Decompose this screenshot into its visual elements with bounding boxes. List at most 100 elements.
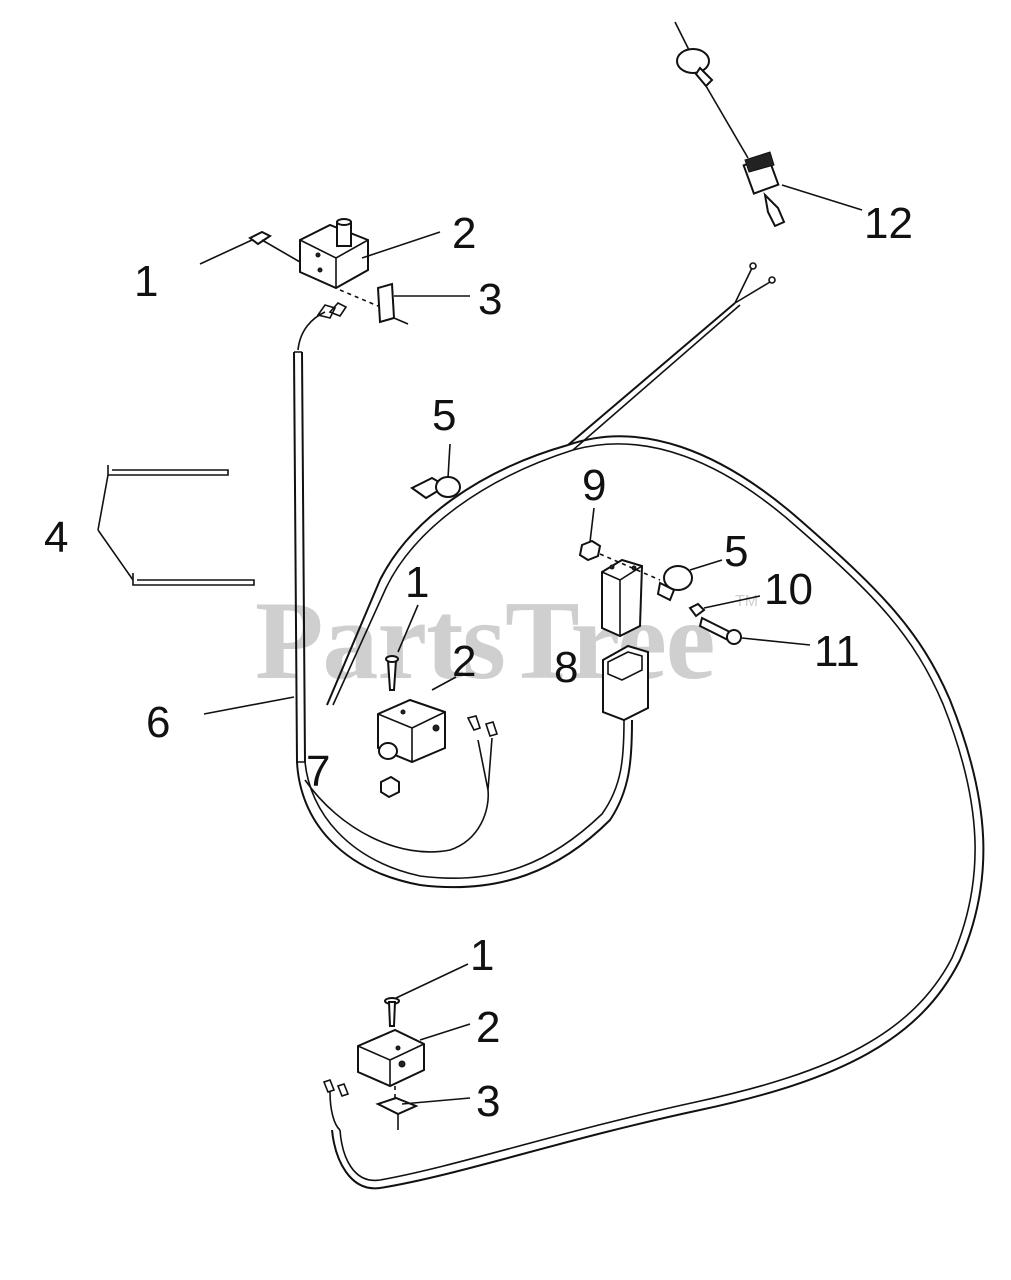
switch-plate <box>376 282 396 324</box>
leader-c2b <box>431 676 457 691</box>
leader-c2a <box>361 231 441 259</box>
leader-c1b <box>397 604 419 653</box>
hole <box>395 1045 401 1051</box>
callout-2-middle: 2 <box>452 637 476 686</box>
callout-3-top: 3 <box>478 275 502 324</box>
harness-sleeve-left <box>293 351 298 763</box>
wire-lead-ends <box>734 267 771 304</box>
leader-c11 <box>741 637 811 646</box>
rods <box>107 465 255 586</box>
callout-5-upper: 5 <box>432 391 456 440</box>
switch-bracket-edges <box>357 1043 425 1086</box>
mid-switch-terminals <box>466 715 499 737</box>
callout-12: 12 <box>864 199 913 248</box>
rod-lower <box>132 573 255 586</box>
plate-line <box>393 317 409 325</box>
wire-branch-left <box>326 444 569 706</box>
hole <box>317 267 323 273</box>
nut-7 <box>380 775 400 799</box>
hole <box>398 1060 406 1068</box>
clamp-5b <box>663 565 693 591</box>
callout-9: 9 <box>582 461 606 510</box>
wire-loop-lower <box>296 719 633 889</box>
top-switch-terminal <box>316 304 337 319</box>
callout-8: 8 <box>554 643 578 692</box>
terminal <box>768 276 776 284</box>
bottom-terminals <box>322 1079 350 1097</box>
ignition-switch-nut <box>744 151 775 173</box>
hole <box>315 252 321 258</box>
callout-6: 6 <box>146 698 170 747</box>
screw-head <box>248 230 272 246</box>
leader-c1a <box>199 239 253 265</box>
leader-c12 <box>781 184 863 211</box>
hole <box>432 724 440 732</box>
key-switch-assembly <box>674 21 786 228</box>
watermark: PartsTree TM <box>255 579 758 703</box>
switch-8-edges <box>601 565 643 636</box>
switch-bracket <box>357 1028 425 1088</box>
dash-line <box>599 553 661 581</box>
seat-switch-group <box>578 539 742 722</box>
switch-plate <box>375 1096 419 1116</box>
key-head <box>676 48 710 74</box>
clamp-loop <box>435 476 461 498</box>
washer-10 <box>688 602 706 618</box>
harness-sleeve-ends <box>294 351 305 763</box>
switch-bracket-edges <box>299 239 369 288</box>
switch-8 <box>601 558 644 638</box>
leader-c9 <box>589 507 595 543</box>
wire-harness <box>293 262 985 1190</box>
hole <box>609 564 615 570</box>
nut-9 <box>578 539 602 562</box>
harness-sleeve-right <box>301 351 306 763</box>
key-blade <box>694 66 714 88</box>
leader-c5b <box>689 559 723 571</box>
switch-button <box>378 742 398 760</box>
screw-head <box>385 655 399 663</box>
wire-branch-left-2 <box>332 449 574 706</box>
bottom-lead <box>329 1091 341 1131</box>
wire-loop-outer <box>331 435 985 1190</box>
screw-shaft <box>387 1001 397 1027</box>
key-line <box>674 21 691 53</box>
leader-lines <box>97 184 863 1105</box>
terminal <box>749 262 757 270</box>
ignition-switch-stem <box>763 192 786 228</box>
plunger-top <box>336 218 352 226</box>
callout-4: 4 <box>44 513 68 562</box>
leader-c2c <box>419 1023 471 1041</box>
wire-loop-lower-2 <box>304 719 625 880</box>
wire-lead-upper-2 <box>572 304 741 451</box>
wire-to-mid-switch <box>304 779 490 853</box>
leader-c10 <box>703 595 761 609</box>
connector-opening <box>607 651 643 681</box>
wire-loop-outer-2 <box>339 443 976 1182</box>
leader-c6 <box>203 696 295 715</box>
screw-shaft <box>386 659 398 691</box>
top-switch-terminal <box>328 302 348 317</box>
switch-body-edges <box>377 711 446 762</box>
callout-1-middle: 1 <box>405 558 429 607</box>
watermark-tm: TM <box>735 593 758 610</box>
wire-to-top-switch <box>297 311 326 351</box>
leader-c5a <box>447 443 451 479</box>
wire-clamp-upper <box>410 476 461 500</box>
callout-3-bottom: 3 <box>476 1077 500 1126</box>
connector-plug <box>602 644 649 722</box>
clamp-5b-tab <box>656 581 676 602</box>
mid-switch-leads <box>477 737 493 791</box>
dash-line <box>339 289 379 307</box>
middle-interlock-switch <box>377 655 446 799</box>
leader-c4 <box>97 474 134 581</box>
bolt-11-head <box>726 629 742 645</box>
callout-11: 11 <box>814 627 860 676</box>
callout-1-top: 1 <box>134 257 158 306</box>
hole <box>400 709 406 715</box>
callout-2-top: 2 <box>452 209 476 258</box>
callout-1-bottom: 1 <box>470 931 494 980</box>
key-to-switch-line <box>705 85 749 159</box>
screw-shaft <box>261 239 301 263</box>
top-interlock-switch <box>248 218 409 325</box>
